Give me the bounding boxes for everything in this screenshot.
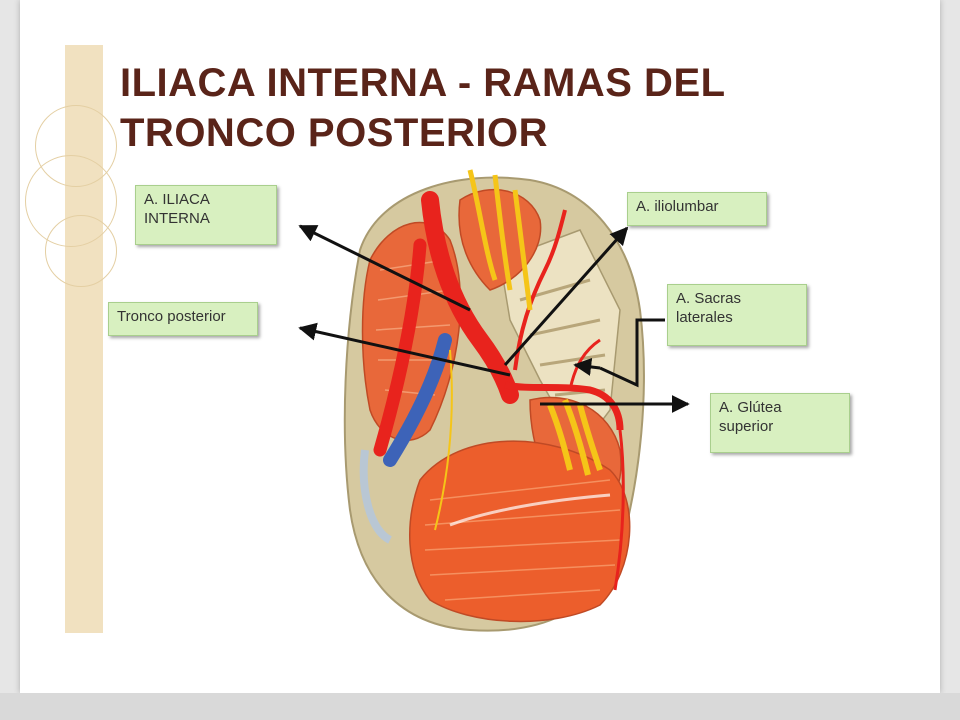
pelvis-illustration <box>343 169 645 632</box>
label-tronco-posterior: Tronco posterior <box>108 302 258 336</box>
slide-shadow <box>0 693 960 720</box>
decorative-side-strip <box>25 45 117 633</box>
label-glutea-superior: A. Glútea superior <box>710 393 850 453</box>
posterior-trunk <box>504 381 624 431</box>
title-line-1: ILIACA INTERNA - RAMAS DEL <box>120 61 726 105</box>
label-sacras-laterales: A. Sacras laterales <box>667 284 807 346</box>
decorative-ring <box>45 215 117 287</box>
title-line-2: TRONCO POSTERIOR <box>120 111 549 155</box>
gluteus-muscle <box>409 440 631 623</box>
label-iliaca-interna: A. ILIACA INTERNA <box>135 185 277 245</box>
slide-title: ILIACA INTERNA - RAMAS DEL TRONCO POSTER… <box>120 58 840 158</box>
label-iliolumbar: A. iliolumbar <box>627 192 767 226</box>
sacral-plexus <box>547 398 603 476</box>
